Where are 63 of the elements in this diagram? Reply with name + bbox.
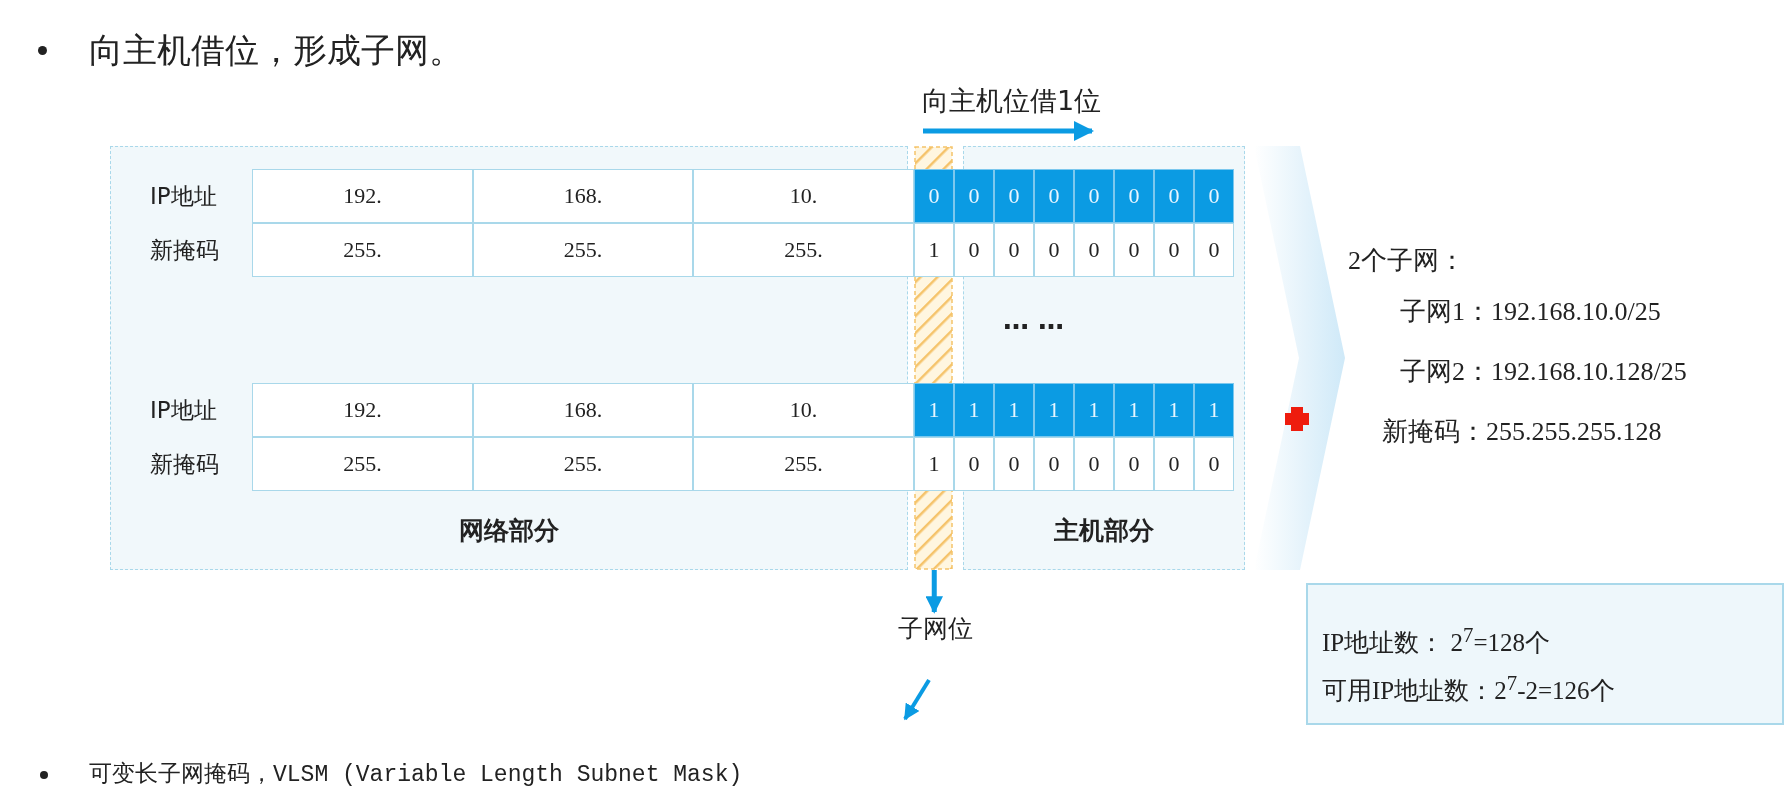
bit-cell: 0 [1034, 169, 1074, 223]
row-label: IP地址 [150, 182, 217, 211]
bit-cell: 1 [914, 437, 954, 491]
table-cell: 168. [473, 383, 693, 437]
table-cell: 10. [693, 383, 914, 437]
table-cell: 10. [693, 169, 914, 223]
count-text: 可用IP地址数：2$^{7}$-2=126个 [1322, 671, 1615, 707]
table-cell: 255. [252, 223, 473, 277]
table-cell: 255. [473, 437, 693, 491]
bit-cell: 0 [954, 223, 994, 277]
row-label: IP地址 [150, 396, 217, 425]
table-cell: 192. [252, 169, 473, 223]
panel-heading: 网络部分 [458, 515, 560, 547]
row-label: 新掩码 [150, 236, 219, 265]
table-cell: 255. [473, 223, 693, 277]
subnet-info-text: 子网1：192.168.10.0/25 [1400, 296, 1661, 328]
subnet-info-text: 2个子网： [1348, 245, 1465, 277]
bit-cell: 1 [914, 223, 954, 277]
ellipsis-text: … … [1003, 305, 1065, 335]
info-box [1306, 583, 1784, 725]
table-cell: 192. [252, 383, 473, 437]
bit-cell: 0 [1114, 223, 1154, 277]
bit-cell: 1 [1194, 383, 1234, 437]
bit-cell: 0 [954, 437, 994, 491]
bit-cell: 1 [1114, 383, 1154, 437]
subnet-info-text: 新掩码：255.255.255.128 [1382, 416, 1662, 448]
bit-cell: 0 [994, 223, 1034, 277]
bit-cell: 0 [994, 437, 1034, 491]
bit-cell: 0 [1154, 223, 1194, 277]
panel-heading: 主机部分 [1053, 515, 1155, 547]
bit-cell: 0 [1154, 169, 1194, 223]
bit-cell: 0 [1114, 169, 1154, 223]
bit-cell: 1 [994, 383, 1034, 437]
bit-cell: 0 [1194, 437, 1234, 491]
direction-label: 向主机位借1位 [922, 84, 1102, 118]
bit-cell: 1 [1154, 383, 1194, 437]
bit-cell: 0 [914, 169, 954, 223]
bit-cell: 0 [1074, 437, 1114, 491]
bit-cell: 0 [1114, 437, 1154, 491]
bit-cell: 0 [994, 169, 1034, 223]
row-label: 新掩码 [150, 450, 219, 479]
bit-cell: 0 [1074, 169, 1114, 223]
bit-cell: 0 [1074, 223, 1114, 277]
caption-text: 可变长子网掩码，VLSM (Variable Length Subnet Mask) [89, 760, 743, 789]
bit-cell: 0 [1034, 223, 1074, 277]
bit-cell: 1 [1074, 383, 1114, 437]
bit-cell: 0 [954, 169, 994, 223]
table-cell: 168. [473, 169, 693, 223]
table-cell: 255. [252, 437, 473, 491]
bit-cell: 1 [954, 383, 994, 437]
bit-cell: 0 [1154, 437, 1194, 491]
bit-cell: 1 [914, 383, 954, 437]
slide-title: 向主机借位，形成子网。 [89, 29, 463, 72]
subnet-bit-label: 子网位 [896, 613, 974, 645]
bit-cell: 0 [1194, 169, 1234, 223]
subnet-info-text: 子网2：192.168.10.128/25 [1400, 356, 1687, 388]
arrow [925, 570, 943, 614]
table-cell: 255. [693, 437, 914, 491]
count-text: IP地址数： 2$^{7}$=128个 [1322, 623, 1550, 659]
bit-cell: 1 [1034, 383, 1074, 437]
bit-cell: 0 [1034, 437, 1074, 491]
bit-cell: 0 [1194, 223, 1234, 277]
table-cell: 255. [693, 223, 914, 277]
